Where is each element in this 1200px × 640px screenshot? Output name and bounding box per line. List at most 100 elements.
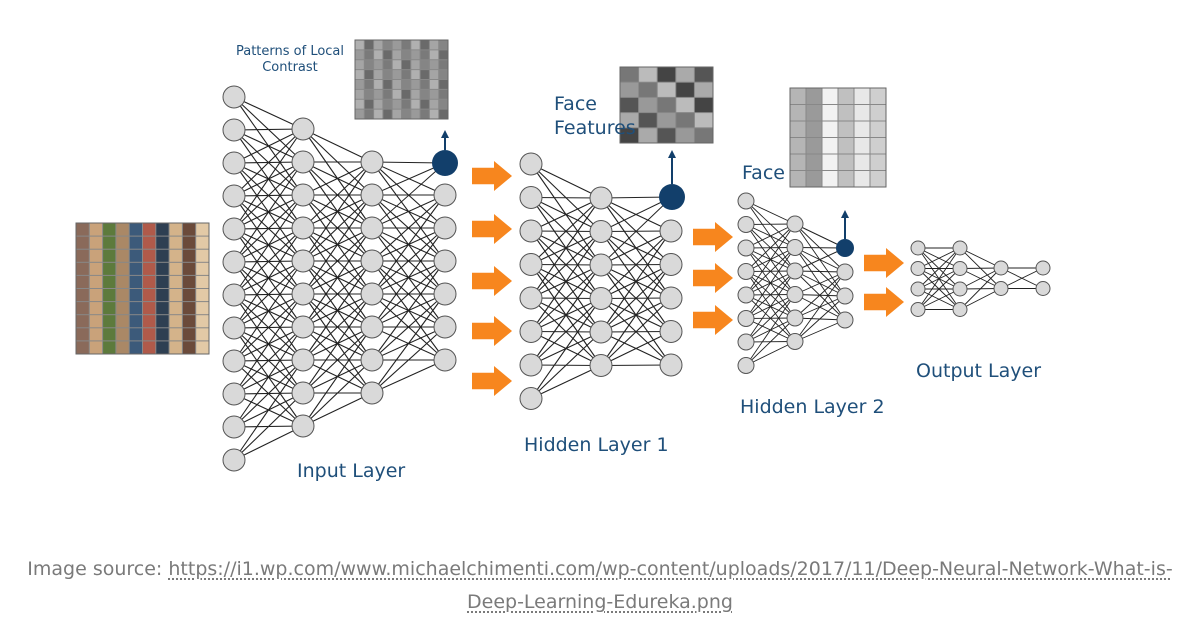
label-hidden-layer-1: Hidden Layer 1 (524, 434, 669, 456)
connection-line (530, 264, 602, 366)
connection-line (917, 268, 961, 310)
connection-line (530, 331, 602, 399)
forward-arrow-icon (472, 161, 512, 191)
connection-line (794, 319, 846, 342)
neuron-node (222, 151, 246, 175)
connection-line (600, 196, 673, 266)
neuron-node (360, 150, 384, 174)
neuron-node (659, 253, 683, 276)
connection-line (600, 364, 672, 367)
connection-line (600, 196, 673, 232)
neuron-node (519, 387, 543, 410)
connection-line (530, 298, 602, 399)
connection-line (917, 288, 961, 310)
connection-line (530, 163, 602, 199)
neuron-node (786, 239, 804, 256)
neuron-node (589, 220, 613, 243)
forward-arrow-icon (693, 222, 733, 252)
up-arrowhead-icon (441, 130, 449, 138)
connection-line (530, 298, 602, 366)
connection-line (530, 231, 602, 299)
connection-line (233, 194, 304, 296)
label-input-layer: Input Layer (297, 460, 406, 482)
neuron-node (952, 281, 968, 297)
connection-line (530, 365, 602, 399)
neuron-node (737, 357, 755, 374)
connection-line (233, 260, 304, 362)
neuron-node (222, 217, 246, 241)
neuron-node (737, 310, 755, 327)
connection-line (302, 128, 373, 163)
connection-line (371, 194, 446, 229)
connection-line (794, 247, 846, 272)
neuron-node (433, 315, 457, 339)
neuron-node (291, 381, 315, 405)
connection-line (917, 247, 961, 269)
connection-line (745, 223, 796, 272)
connection-line (302, 227, 373, 328)
neuron-node (360, 216, 384, 240)
up-arrowhead-icon (668, 150, 676, 158)
connection-line (600, 297, 672, 366)
image-source-link[interactable]: https://i1.wp.com/www.michaelchimenti.co… (168, 558, 1173, 613)
neuron-node (737, 263, 755, 280)
connection-line (371, 227, 446, 328)
neuron-node (737, 333, 755, 351)
connection-line (371, 359, 446, 394)
connection-line (233, 227, 304, 296)
neural-network-diagram (75, 39, 1051, 472)
neuron-node (1035, 281, 1051, 296)
label-face: Face (742, 162, 785, 184)
connection-line (530, 231, 602, 332)
neuron-node (222, 85, 246, 109)
connection-line (233, 128, 304, 197)
neuron-node (836, 263, 854, 281)
forward-arrow-icon (472, 266, 512, 296)
neuron-node (952, 302, 968, 317)
connection-line (959, 267, 1002, 290)
neuron-node (291, 348, 315, 372)
connection-line (530, 197, 602, 232)
neuron-node (737, 192, 755, 210)
connection-line (302, 326, 373, 394)
connection-line (794, 295, 846, 342)
connection-line (233, 96, 304, 130)
connection-line (302, 359, 373, 427)
connection-line (302, 161, 373, 196)
connection-line (745, 200, 796, 225)
connection-line (745, 294, 796, 343)
forward-arrow-icon (472, 316, 512, 346)
neuron-node (360, 282, 384, 306)
neuron-node (519, 320, 543, 343)
neuron-node (519, 219, 543, 243)
connection-line (233, 326, 304, 395)
forward-arrow-icon (864, 248, 904, 278)
neuron-node (786, 333, 804, 350)
neuron-node (291, 315, 315, 339)
connection-line (233, 293, 304, 395)
neuron-node (222, 250, 246, 274)
neuron-node (737, 239, 755, 257)
neuron-node (519, 353, 543, 377)
connection-line (745, 294, 796, 366)
neuron-node (952, 261, 968, 276)
connection-line (302, 161, 373, 229)
connection-line (794, 271, 846, 319)
connection-line (233, 260, 304, 329)
connection-line (794, 223, 846, 249)
connection-line (371, 162, 446, 196)
connection-line (233, 128, 304, 230)
connection-line (600, 331, 672, 366)
neuron-node (910, 302, 926, 317)
label-face-features: Face Features (554, 93, 636, 139)
neuron-node (836, 287, 854, 305)
neuron-node (291, 183, 315, 207)
connection-line (794, 271, 846, 295)
forward-arrow-icon (472, 366, 512, 396)
connection-line (233, 128, 304, 131)
connection-line (371, 260, 446, 361)
connection-line (794, 271, 846, 342)
connection-line (371, 194, 446, 295)
connection-line (302, 194, 373, 295)
neuron-node (291, 249, 315, 273)
